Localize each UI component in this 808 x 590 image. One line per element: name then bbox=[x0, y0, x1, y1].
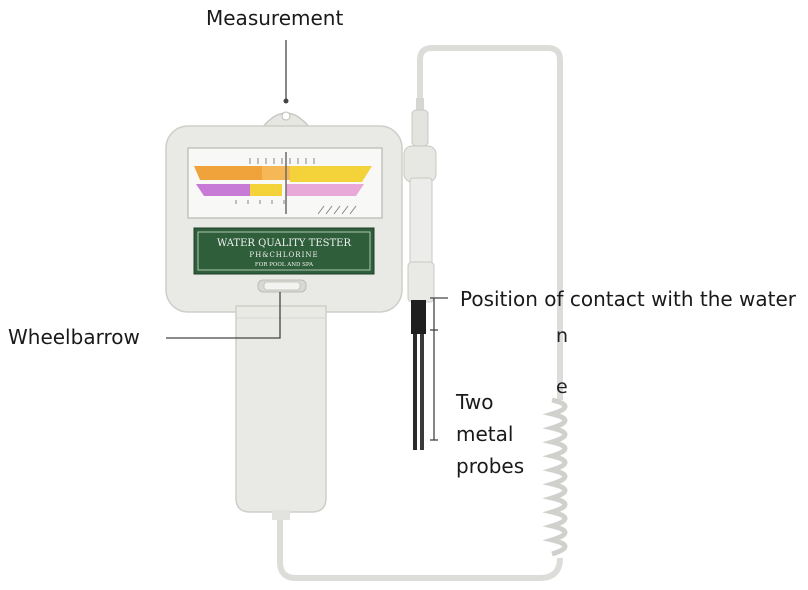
metal-probe-right bbox=[420, 300, 424, 450]
panel-subtitle: PH&CHLORINE bbox=[249, 251, 318, 259]
tester-handle bbox=[235, 305, 327, 513]
measurement-leader-dot bbox=[283, 98, 289, 104]
probes-label-line-3: probes bbox=[456, 454, 525, 478]
probe-grip bbox=[403, 145, 437, 183]
cable-lower bbox=[277, 505, 563, 581]
two-metal-probes-label: Two metal probes bbox=[456, 386, 524, 482]
wheelbarrow-label: Wheelbarrow bbox=[8, 325, 140, 349]
contact-label: Position of contact with the water bbox=[460, 287, 797, 311]
cord-outlet bbox=[272, 510, 290, 520]
gauge-band-yellow-low bbox=[250, 184, 282, 196]
gauge-band-purple bbox=[196, 184, 250, 196]
probe-tip-top bbox=[416, 98, 424, 112]
label-panel-border bbox=[197, 231, 371, 271]
metal-probe-left bbox=[413, 300, 417, 450]
probes-label-line-1: Two bbox=[456, 390, 494, 414]
gauge-ticks bbox=[235, 158, 315, 204]
hang-hole bbox=[281, 111, 291, 121]
probes-label-line-2: metal bbox=[456, 422, 514, 446]
measurement-label: Measurement bbox=[206, 6, 344, 30]
gauge-band-pink bbox=[286, 184, 364, 196]
gauge-hatch bbox=[317, 205, 357, 215]
wheelbarrow-leader bbox=[166, 292, 281, 339]
gauge-band-orange bbox=[194, 166, 262, 180]
thumb-wheel bbox=[263, 281, 301, 291]
panel-caption: FOR POOL AND SPA bbox=[255, 262, 314, 268]
gauge-window bbox=[187, 147, 383, 219]
gauge-band-orange-mid bbox=[262, 166, 290, 180]
probe-collar bbox=[407, 261, 435, 303]
overlap-fragment-e: e bbox=[556, 376, 568, 398]
probe-neck bbox=[411, 109, 429, 147]
label-panel bbox=[193, 227, 375, 275]
panel-title: WATER QUALITY TESTER bbox=[217, 238, 352, 249]
probe-sheath bbox=[411, 300, 426, 334]
coiled-cord bbox=[542, 397, 568, 557]
overlap-fragment-n: n bbox=[556, 325, 569, 347]
cable bbox=[417, 45, 563, 400]
gauge-band-yellow bbox=[290, 166, 372, 182]
